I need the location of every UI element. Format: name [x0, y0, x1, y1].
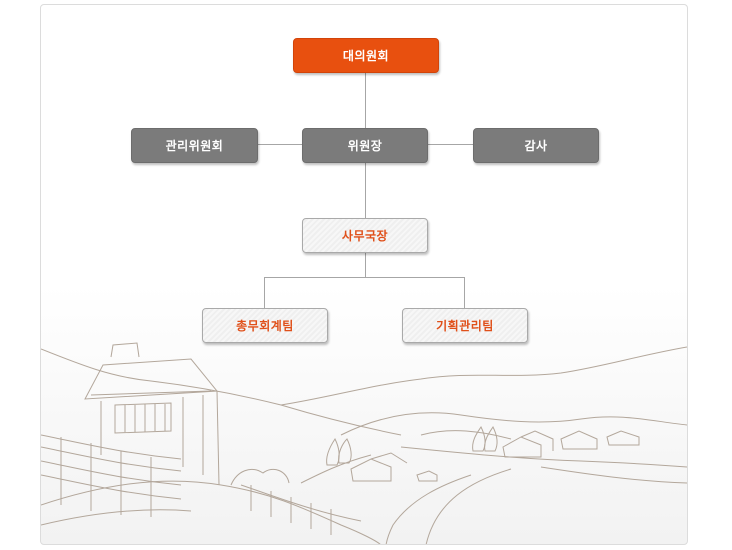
- connector-team-horizontal: [264, 277, 465, 278]
- connector-to-team-right: [464, 277, 465, 308]
- connector-center-to-right: [428, 144, 473, 145]
- connector-top-to-center: [365, 73, 366, 128]
- node-chairman-label: 위원장: [347, 139, 383, 153]
- connector-left-to-center: [258, 144, 302, 145]
- connector-to-team-left: [264, 277, 265, 308]
- node-auditor[interactable]: 감사: [473, 128, 599, 163]
- node-management-committee[interactable]: 관리위원회: [131, 128, 258, 163]
- node-auditor-label: 감사: [524, 139, 548, 153]
- node-management-committee-label: 관리위원회: [165, 139, 224, 153]
- connector-secretariat-down: [365, 253, 366, 277]
- node-planning-team-label: 기획관리팀: [436, 319, 494, 333]
- connector-center-to-secretariat: [365, 163, 366, 218]
- node-general-assembly-label: 대의원회: [342, 49, 390, 63]
- node-secretary-general[interactable]: 사무국장: [302, 218, 428, 253]
- node-secretary-general-label: 사무국장: [341, 229, 389, 243]
- node-planning-team[interactable]: 기획관리팀: [402, 308, 528, 343]
- node-general-affairs-team[interactable]: 총무회계팀: [202, 308, 328, 343]
- landscape-illustration: [41, 342, 687, 544]
- node-chairman[interactable]: 위원장: [302, 128, 428, 163]
- org-chart-panel: 대의원회 관리위원회 위원장 감사 사무국장 총무회계팀 기획관리팀: [40, 4, 688, 545]
- node-general-assembly[interactable]: 대의원회: [293, 38, 439, 73]
- node-general-affairs-team-label: 총무회계팀: [236, 319, 294, 333]
